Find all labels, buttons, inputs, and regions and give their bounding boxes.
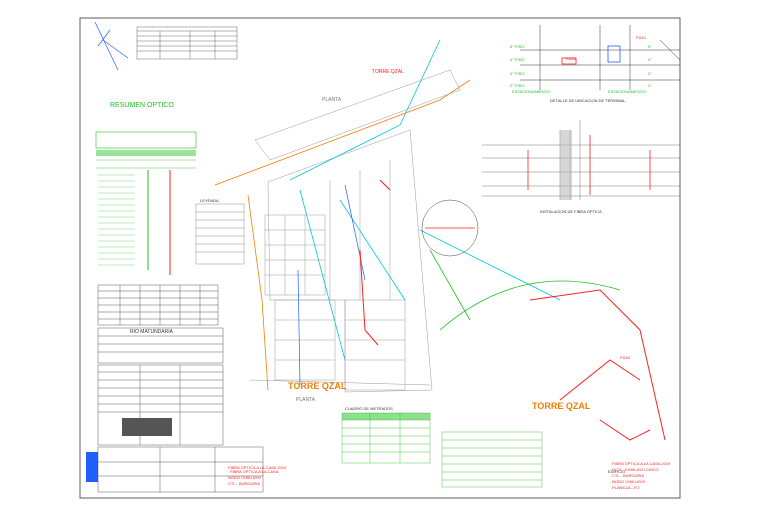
section-column-hatch	[560, 130, 572, 200]
torre-qzal-center-label: TORRE QZAL	[288, 381, 347, 391]
resumen-item-list	[98, 174, 135, 266]
bottom-mid-line-3: CTL - BURGURIA	[228, 481, 261, 486]
leyenda-title: LEYENDA	[200, 198, 219, 203]
planta-label: PLANTA	[322, 97, 342, 103]
bottom-mid-line-2: NODO CHIKLAYO	[228, 475, 262, 480]
piso-5-right-label: 5°	[648, 44, 652, 49]
fiber-route-blue	[297, 184, 366, 386]
bottom-right-line-3: CTL - BURGURIA	[612, 473, 645, 478]
bottom-right-line-2: OCO - CHIKLAYO CHICO	[612, 467, 659, 472]
north-arrow	[94, 21, 129, 71]
fda1-label: FDA1	[636, 35, 647, 40]
piso-2-right-label: 2°	[648, 83, 652, 88]
metrados-header	[342, 413, 430, 420]
bottom-right-line-1: FIBRA OPTICA A LA CASA 2019	[612, 461, 671, 466]
cuadro-label: CUADRO DE METRADOS	[345, 406, 393, 411]
sheet-border	[79, 17, 681, 499]
fda2-label: FDA2	[566, 56, 577, 61]
detalle-label: DETALLE DE UBICACION DE TERMINAL	[550, 98, 626, 103]
piso-3-label: 3° PISO	[510, 71, 525, 76]
piso-2-label: 2° PISO	[510, 83, 525, 88]
torre-qzal-top-label: TORRE QZAL	[372, 69, 404, 75]
piso-4-label: 4° PISO	[510, 57, 525, 62]
fiber-route-red	[359, 179, 666, 441]
section-red-markers	[527, 135, 651, 195]
bottom-right-line-4: NODO CHIKLAYO	[612, 479, 646, 484]
road-edge	[214, 79, 471, 391]
fda3-label: FDA3	[620, 355, 631, 360]
estacionamiento-left-label: ESTACIONAMIENTO	[512, 89, 551, 94]
instalacion-label: INSTALACION DE FIBRA OPTICA	[540, 209, 602, 214]
bottom-mid-line-1: FIBRA OPTICA A LA CASA 2019	[228, 465, 287, 470]
resumen-vertical-connectors	[147, 170, 171, 275]
terminal-detail	[520, 25, 681, 90]
detail-circle	[421, 199, 479, 257]
cuadro-table	[441, 431, 543, 488]
resumen-title: RESUMEN OPTICO	[110, 102, 174, 109]
edificio-label: EDIFICIO	[608, 469, 626, 474]
rio-label: RIO MATUNDARIA	[130, 329, 173, 335]
fibra-optica-label: FIBRA OPTICA A LA CASA	[230, 469, 279, 474]
piso-3-right-label: 3°	[648, 71, 652, 76]
piso-4-right-label: 4°	[648, 57, 652, 62]
top-left-table	[136, 26, 238, 60]
estacionamiento-right-label: ESTACIONAMIENTO	[608, 89, 647, 94]
resumen-optico-block	[95, 131, 197, 169]
dark-hatched-block	[122, 418, 172, 436]
bottom-right-line-5: PLANILLA - FO	[612, 485, 640, 490]
terminal-box-blue	[607, 45, 621, 63]
blue-logo-block	[86, 452, 98, 482]
legend-table	[195, 203, 245, 265]
fiber-route-green	[429, 249, 621, 331]
torre-qzal-right-label: TORRE QZAL	[532, 401, 591, 411]
planta-label-bottom: PLANTA	[296, 397, 316, 403]
metrados-table	[341, 412, 431, 464]
piso-5-label: 5° PISO	[510, 44, 525, 49]
fiber-route-cyan	[289, 39, 561, 361]
terminal-box-red	[561, 57, 577, 65]
title-block	[97, 446, 264, 493]
